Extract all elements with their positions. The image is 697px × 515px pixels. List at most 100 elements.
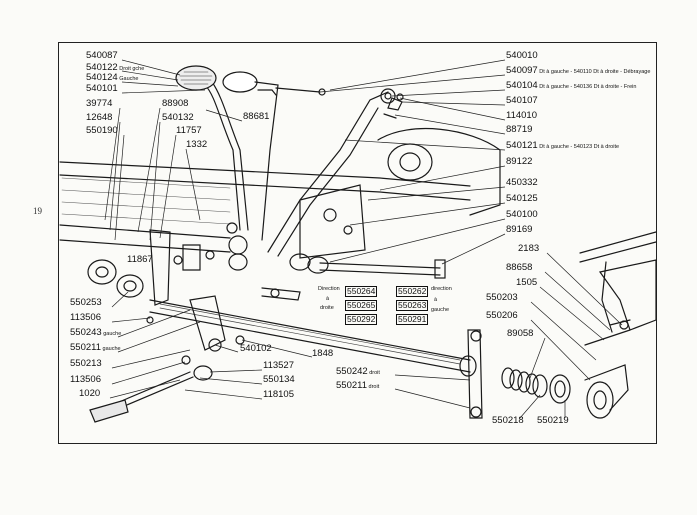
part-label: 12648	[86, 113, 112, 123]
part-label-text: 39774	[86, 98, 113, 109]
boxed-part-ref-text: 550263	[398, 300, 427, 310]
part-label: 540121 Dt à gauche - 540123 Dt à droite	[506, 141, 619, 151]
part-label-text: 113506	[70, 374, 101, 385]
direction-caption-text: droite	[320, 305, 334, 311]
direction-caption-text: à	[326, 296, 330, 302]
part-label: 550211 droit	[336, 381, 379, 391]
part-label-text: 113527	[263, 360, 294, 371]
part-label-note: Gauche	[117, 76, 139, 82]
part-label: 89058	[507, 329, 533, 339]
part-label: 540010	[506, 51, 538, 61]
part-label-text: 540087	[86, 50, 118, 61]
part-label-text: 550218	[492, 415, 524, 426]
part-label: 39774	[86, 99, 112, 109]
pedal-bracket	[299, 184, 366, 259]
part-label-text: 450332	[506, 177, 538, 188]
part-label-text: 89122	[506, 156, 533, 167]
part-label-text: 540125	[506, 193, 538, 204]
part-label: 550243 gauche	[70, 328, 121, 338]
part-label: 540124 Gauche	[86, 73, 139, 83]
part-label-text: 540010	[506, 50, 538, 61]
part-label: 540122 Droit gche	[86, 63, 144, 73]
boxed-part-ref: 550265	[345, 300, 378, 311]
part-label-text: 550219	[537, 415, 569, 426]
direction-caption-text: Direction	[318, 286, 340, 292]
part-label: 550253	[70, 298, 102, 308]
part-label: 540102	[240, 344, 272, 354]
part-label-text: 12648	[86, 112, 113, 123]
part-label-text: 89058	[507, 328, 534, 339]
part-label: 550211 gauche	[70, 343, 121, 353]
boxed-part-ref: 550264	[345, 286, 378, 297]
part-label-note: Dt à gauche - 540123 Dt à droite	[537, 144, 620, 150]
part-label-text: 550211	[70, 342, 101, 353]
boxed-part-ref-text: 550265	[347, 300, 376, 310]
linkage-arm	[267, 91, 389, 253]
part-label-text: 540132	[162, 112, 194, 123]
part-label: 540087	[86, 51, 118, 61]
boxed-part-ref: 550291	[396, 314, 429, 325]
boxed-part-ref: 550262	[396, 286, 429, 297]
part-label-note: Dt à gauche - 540136 Dt à droite - Frein	[537, 84, 637, 90]
spring-assembly	[501, 367, 571, 404]
part-label-text: 550242	[336, 366, 368, 377]
part-label: 540132	[162, 113, 194, 123]
part-label: 88719	[506, 125, 532, 135]
part-label: 550203	[486, 293, 518, 303]
clutch-pedal-arm	[254, 81, 279, 241]
page-marker: 19	[33, 206, 42, 216]
part-label: 550218	[492, 416, 524, 426]
part-label: 550190	[86, 126, 118, 136]
part-label-text: 11757	[176, 125, 202, 136]
direction-caption: droite	[320, 305, 334, 312]
part-label-text: 550134	[263, 374, 295, 385]
cross-shaft	[149, 299, 471, 361]
part-label: 11867	[127, 255, 153, 265]
direction-caption-text: à	[434, 297, 438, 303]
part-label-text: 118105	[263, 389, 294, 400]
part-label: 540104 Dt à gauche - 540136 Dt à droite …	[506, 81, 636, 91]
direction-caption: direction	[431, 286, 452, 293]
boxed-part-ref-text: 550262	[398, 286, 427, 296]
part-label-text: 550206	[486, 310, 518, 321]
part-label-text: 550211	[336, 380, 367, 391]
part-label-text: 1020	[79, 388, 101, 399]
part-label-text: 11867	[127, 254, 153, 265]
part-label-text: 550253	[70, 297, 102, 308]
part-label-text: 113506	[70, 312, 101, 323]
part-label-text: 2183	[518, 243, 540, 254]
left-lever	[189, 295, 226, 351]
boxed-part-ref-text: 550291	[398, 314, 427, 324]
part-label-text: 540102	[240, 343, 272, 354]
right-lever	[467, 329, 483, 419]
part-label: 540125	[506, 194, 538, 204]
part-label-note: gauche	[101, 331, 122, 337]
part-label-text: 88908	[162, 98, 189, 109]
brake-pedal-arm	[204, 84, 241, 231]
part-label-text: 540100	[506, 209, 538, 220]
part-label: 550242 droit	[336, 367, 380, 377]
part-label-text: 540101	[86, 83, 118, 94]
part-label-text: 540107	[506, 95, 538, 106]
right-flange	[586, 381, 614, 419]
part-label: 550134	[263, 375, 295, 385]
part-label: 540100	[506, 210, 538, 220]
part-label: 89122	[506, 157, 532, 167]
part-label: 540097 Dt à gauche - 540110 Dt à droite …	[506, 66, 650, 76]
part-label: 88908	[162, 99, 188, 109]
drawing-frame	[58, 42, 657, 444]
part-label: 1332	[186, 140, 207, 150]
part-label: 1505	[516, 278, 537, 288]
part-label: 1848	[312, 349, 333, 359]
part-label-text: 88658	[506, 262, 533, 273]
direction-caption: à	[326, 296, 330, 303]
direction-caption-text: gauche	[431, 307, 450, 313]
part-label-text: 88681	[243, 111, 270, 122]
long-bolt	[319, 262, 441, 269]
part-label: 11757	[176, 126, 202, 136]
part-label: 540101	[86, 84, 118, 94]
part-label-text: 114010	[506, 110, 537, 121]
left-bearing	[87, 259, 117, 285]
part-label: 550206	[486, 311, 518, 321]
